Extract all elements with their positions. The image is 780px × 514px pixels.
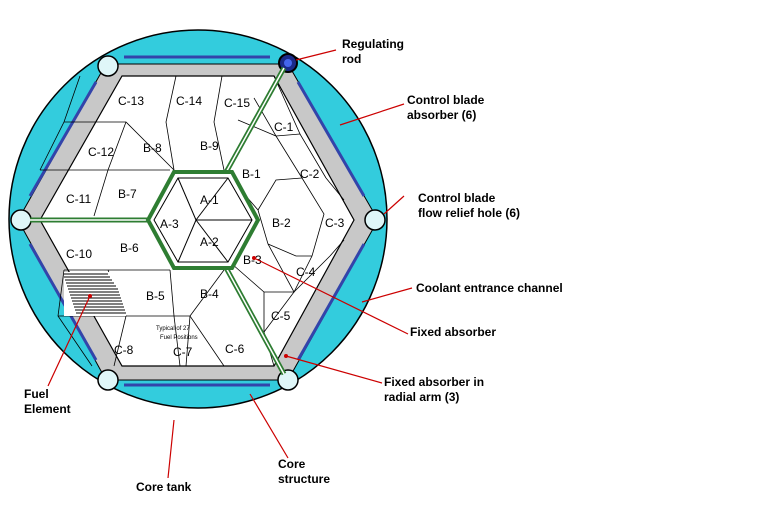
callout-flow-relief-hole-line2: flow relief hole (6) [418, 206, 520, 220]
callout-core-tank: Core tank [136, 480, 192, 494]
callout-regulating-rod-line2: rod [342, 52, 361, 66]
cell-label-a2: A-2 [200, 235, 219, 249]
cell-label-c5: C-5 [271, 309, 291, 323]
cell-label-c13: C-13 [118, 94, 144, 108]
cell-label-c11: C-11 [66, 192, 91, 206]
callout-fuel-element-line2: Element [24, 402, 71, 416]
cell-label-b5: B-5 [146, 289, 165, 303]
callout-core-structure-line2: structure [278, 472, 330, 486]
leader-control-blade-absorber [339, 103, 405, 126]
leader-endpoints [88, 256, 288, 358]
typical-note-line2: Fuel Positions [160, 335, 198, 341]
leader-lines [47, 49, 413, 479]
cell-label-c15: C-15 [224, 96, 250, 110]
cell-label-c4: C-4 [296, 265, 316, 279]
cell-label-b2: B-2 [272, 216, 291, 230]
cell-label-b1: B-1 [242, 167, 261, 181]
absorber-lower-right [296, 243, 366, 361]
central-dividers [177, 177, 252, 263]
cell-label-c2: C-2 [300, 167, 320, 181]
callout-flow-relief-hole-line1: Control blade [418, 191, 496, 205]
cell-label-b4: B-4 [200, 287, 219, 301]
callout-core-structure-line1: Core [278, 457, 306, 471]
cell-label-c14: C-14 [176, 94, 202, 108]
fuel-element-hatch [64, 272, 126, 316]
flow-relief-hole-left [10, 209, 32, 231]
cell-label-c6: C-6 [225, 342, 245, 356]
leader-core-tank [167, 419, 175, 479]
leader-regulating-rod [295, 49, 337, 61]
fuel-position-labels: A-1 A-2 A-3 B-1 B-2 B-3 B-4 B-5 B-6 B-7 … [66, 94, 345, 359]
cell-label-c3: C-3 [325, 216, 345, 230]
callout-fuel-element-line1: Fuel [24, 387, 49, 401]
regulating-rod-inner [284, 59, 292, 67]
cell-label-c7: C-7 [173, 345, 193, 359]
callout-labels: Regulating rod Control blade absorber (6… [24, 37, 563, 494]
callout-fixed-absorber-radial-line2: radial arm (3) [384, 390, 459, 404]
cell-label-c1: C-1 [274, 120, 294, 134]
flow-relief-hole-right [364, 209, 386, 231]
cell-label-b3: B-3 [243, 253, 262, 267]
flow-relief-hole-bottom-right [277, 369, 299, 391]
control-blade-absorbers [28, 55, 366, 387]
cell-label-a3: A-3 [160, 217, 179, 231]
cell-label-b7: B-7 [118, 187, 137, 201]
typical-note-line1: Typical of 27 [156, 326, 190, 332]
callout-control-blade-absorber-line2: absorber (6) [407, 108, 476, 122]
radial-arm-lower-core [223, 263, 285, 375]
absorber-upper-right [296, 81, 366, 197]
flow-relief-hole-top-left [97, 55, 119, 77]
cell-label-c12: C-12 [88, 145, 114, 159]
cell-label-b8: B-8 [143, 141, 162, 155]
leader-fuel-element [47, 295, 91, 387]
cell-label-b6: B-6 [120, 241, 139, 255]
cell-label-c10: C-10 [66, 247, 92, 261]
cell-label-a1: A-1 [200, 193, 219, 207]
absorber-lower-left [28, 243, 98, 361]
absorber-upper-left [28, 81, 98, 197]
fixed-absorbers-radial [30, 66, 287, 376]
leader-fixed-absorber-radial [285, 355, 383, 384]
flow-relief-hole-bottom-left [97, 369, 119, 391]
leader-flow-relief-hole [383, 195, 405, 215]
radial-arm-upper-core [223, 67, 285, 177]
leader-core-structure [249, 393, 289, 459]
callout-coolant-channel: Coolant entrance channel [416, 281, 563, 295]
callout-fixed-absorber: Fixed absorber [410, 325, 496, 339]
callout-fixed-absorber-radial-line1: Fixed absorber in [384, 375, 484, 389]
cell-label-c8: C-8 [114, 343, 134, 357]
leader-coolant-channel [361, 287, 413, 303]
callout-regulating-rod-line1: Regulating [342, 37, 404, 51]
leader-fixed-absorber [253, 257, 409, 335]
callout-control-blade-absorber-line1: Control blade [407, 93, 485, 107]
cell-label-b9: B-9 [200, 139, 219, 153]
